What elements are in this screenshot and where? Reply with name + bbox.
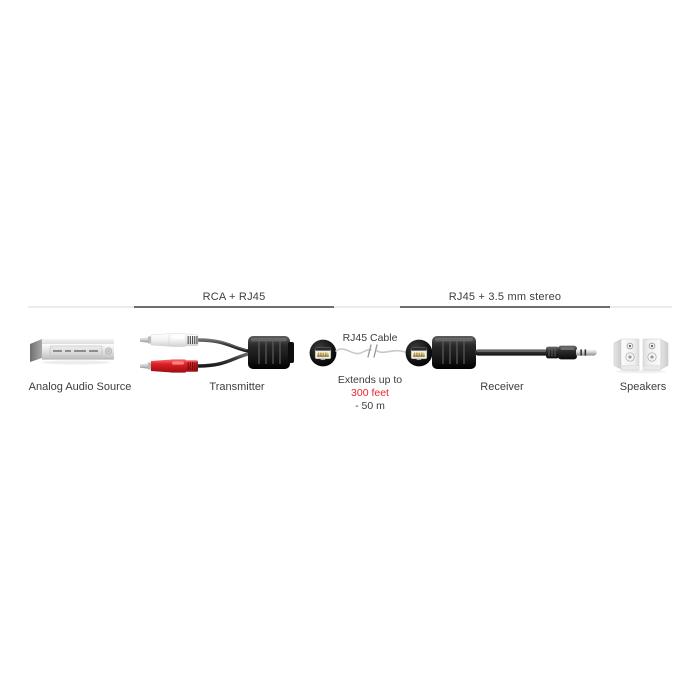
rj45-jack-icon [405,339,433,367]
rule-dark-left [134,306,334,308]
rule-dark-right [400,306,610,308]
transmitter-module-icon [248,336,294,369]
stereo-plug-3-5mm-icon [546,345,597,360]
rule-faint-left [28,306,134,308]
rca-plug-red-icon [140,359,198,373]
caption-speakers: Speakers [619,381,667,393]
rj45-cable-icon [335,344,406,358]
speaker-pair-icon [613,338,669,374]
rca-plug-pair-icon [140,333,294,373]
caption-receiver: Receiver [480,381,524,393]
receiver-rj45-jack [405,339,433,367]
analog-audio-source-device [30,336,116,370]
receiver-module-icon [432,336,597,369]
speaker-left [613,338,640,371]
rca-plug-white-icon [140,333,199,347]
rj45-cable-title: RJ45 Cable [342,332,398,344]
caption-analog-audio-source: Analog Audio Source [28,381,132,393]
speaker-pair [613,334,673,376]
caption-transmitter: Transmitter [209,381,265,393]
rj45-cable-run [335,342,407,364]
rule-faint-middle [334,306,400,308]
segment-label-left: RCA + RJ45 [202,291,266,303]
distance-callout-line1: Extends up to [337,374,403,386]
segment-label-right: RJ45 + 3.5 mm stereo [448,291,562,303]
transmitter-rj45-jack [309,339,337,367]
distance-callout: Extends up to 300 feet - 50 m [325,374,415,413]
av-component-device-icon [30,339,114,365]
receiver-assembly [432,328,604,380]
rule-faint-right [610,306,672,308]
speaker-right [642,338,669,371]
rca-to-transmitter-assembly [140,328,320,380]
rj45-jack-icon [309,339,337,367]
distance-callout-meters: - 50 m [355,400,385,412]
distance-callout-feet: 300 feet [351,387,389,399]
